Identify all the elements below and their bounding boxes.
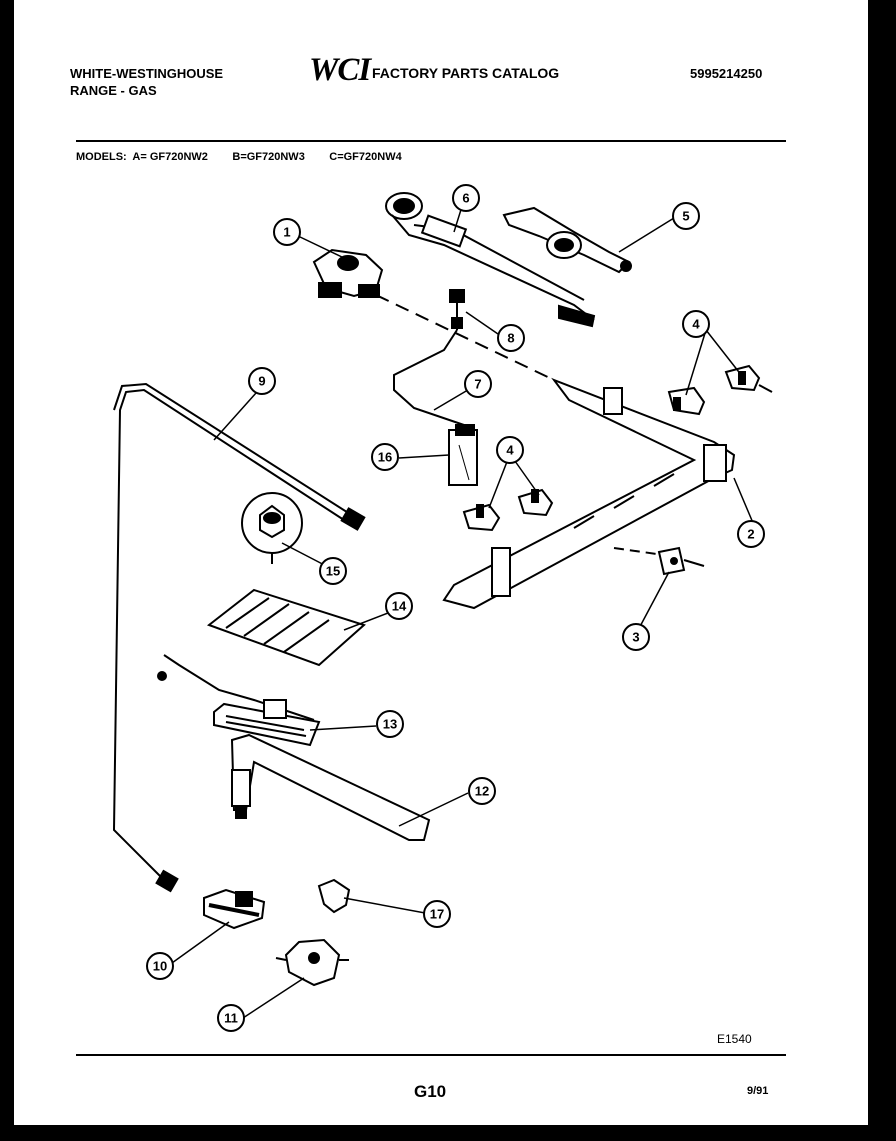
wci-logo: WCI xyxy=(309,52,371,88)
callout-16 xyxy=(371,443,399,471)
revision-date: 9/91 xyxy=(747,1085,769,1097)
callout-label-11: 11 xyxy=(224,1011,238,1026)
part-9-tube xyxy=(112,382,366,893)
callout-15 xyxy=(319,557,347,585)
catalog-part-number: 5995214250 xyxy=(690,66,763,81)
callout-label-10: 10 xyxy=(153,959,167,974)
callout-label-9: 9 xyxy=(258,374,265,389)
callout-label-12: 12 xyxy=(475,784,489,799)
callout-label-1: 1 xyxy=(283,225,290,240)
callout-label-7: 7 xyxy=(474,377,481,392)
product-type: RANGE - GAS xyxy=(70,83,157,98)
callout-12 xyxy=(468,777,496,805)
part-14-shield xyxy=(206,588,366,667)
brand-name: WHITE-WESTINGHOUSE xyxy=(70,66,224,81)
drawing-code: E1540 xyxy=(717,1032,752,1046)
callout-4a xyxy=(682,310,710,338)
callout-5 xyxy=(672,202,700,230)
header-rule xyxy=(76,140,786,142)
part-10-fitting xyxy=(203,888,266,930)
part-16-ignitor xyxy=(448,424,478,486)
catalog-page: WHITE-WESTINGHOUSE RANGE - GAS WCI FACTO… xyxy=(14,0,868,1125)
callout-13 xyxy=(376,710,404,738)
callout-label-13: 13 xyxy=(383,717,397,732)
catalog-title: FACTORY PARTS CATALOG xyxy=(372,65,560,81)
exploded-parts-diagram: 1 2 3 4 4 5 6 7 8 9 10 11 12 13 14 15 16… xyxy=(112,184,773,1032)
callout-3 xyxy=(622,623,650,651)
callout-1 xyxy=(273,218,301,246)
part-13-burner xyxy=(157,654,321,747)
part-4-valves-center xyxy=(462,488,554,532)
callout-4b xyxy=(496,436,524,464)
callout-10 xyxy=(146,952,174,980)
callout-label-17: 17 xyxy=(430,907,444,922)
part-3-bracket xyxy=(613,546,705,576)
callout-2 xyxy=(737,520,765,548)
callout-label-16: 16 xyxy=(378,450,392,465)
footer-rule xyxy=(76,1054,786,1056)
part-6-burner xyxy=(385,192,596,328)
callout-label-6: 6 xyxy=(462,191,469,206)
part-4-valves-right xyxy=(667,364,773,416)
callout-9 xyxy=(248,367,276,395)
models-line: MODELS: A= GF720NW2 B=GF720NW3 C=GF720NW… xyxy=(76,151,402,163)
callout-label-15: 15 xyxy=(326,564,340,579)
part-2-manifold xyxy=(442,377,736,610)
callout-label-4b: 4 xyxy=(506,443,514,458)
callout-17 xyxy=(423,900,451,928)
callout-label-3: 3 xyxy=(632,630,639,645)
callout-label-8: 8 xyxy=(507,331,514,346)
part-11-bracket xyxy=(275,938,349,987)
part-8-fitting xyxy=(449,289,465,330)
callout-7 xyxy=(464,370,492,398)
callout-label-14: 14 xyxy=(392,599,407,614)
part-1-valve xyxy=(312,248,384,298)
callout-6 xyxy=(452,184,480,212)
part-5-burner xyxy=(502,206,632,274)
callout-label-2: 2 xyxy=(747,527,754,542)
callout-label-5: 5 xyxy=(682,209,689,224)
part-15-nut xyxy=(241,492,303,564)
page-code: G10 xyxy=(414,1082,447,1101)
part-7-tube xyxy=(393,329,465,426)
callout-11 xyxy=(217,1004,245,1032)
part-17-clip xyxy=(317,878,351,914)
callout-label-4a: 4 xyxy=(692,317,700,332)
callout-14 xyxy=(385,592,413,620)
part-12-tube xyxy=(230,733,431,841)
callout-8 xyxy=(497,324,525,352)
